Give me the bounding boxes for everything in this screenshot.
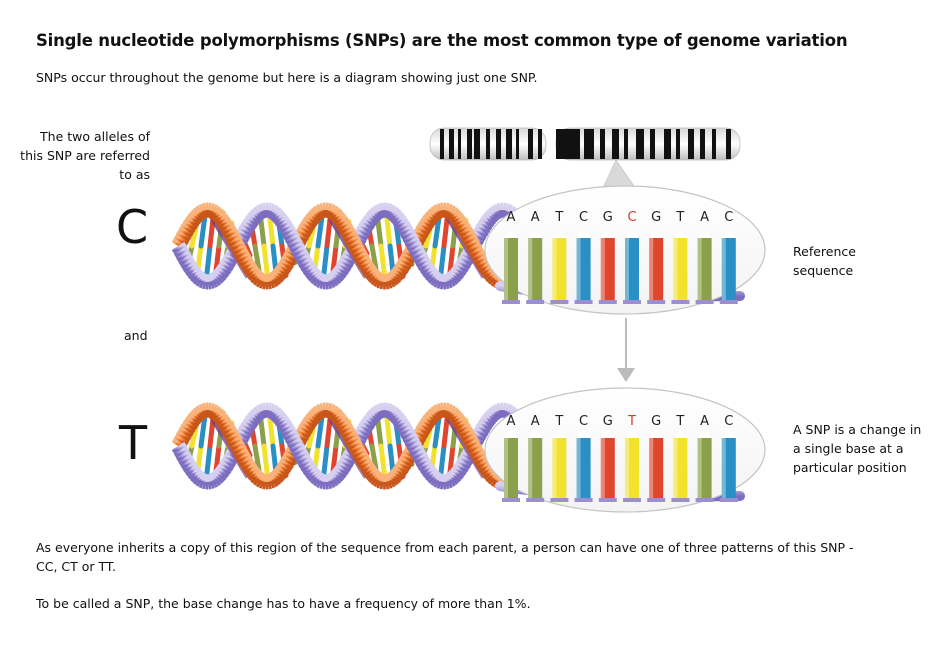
base-c-6 xyxy=(625,238,639,300)
sequence-letter-10: C xyxy=(724,414,733,429)
sequence-letter-4: C xyxy=(579,414,588,429)
snp-definition-text: A SNP is a change in a single base at a … xyxy=(793,422,922,475)
base-g-5 xyxy=(600,438,615,498)
frequency-note: To be called a SNP, the base change has … xyxy=(36,596,531,611)
sequence-letter-10: C xyxy=(724,210,733,225)
base-a-9 xyxy=(697,238,712,300)
base-a-1 xyxy=(504,238,518,300)
and-label: and xyxy=(124,328,148,343)
sequence-letter-9: A xyxy=(700,414,709,429)
alleles-intro-text: The two alleles of this SNP are referred… xyxy=(20,129,150,182)
sequence-letter-7: G xyxy=(651,210,661,225)
base-t-3 xyxy=(552,238,567,300)
sequence-letter-2: A xyxy=(531,210,540,225)
sequence-letter-9: A xyxy=(700,210,709,225)
base-t-3 xyxy=(552,438,567,498)
sequence-letter-1: A xyxy=(507,210,516,225)
base-c-4 xyxy=(576,438,591,498)
base-a-2 xyxy=(528,238,543,300)
base-a-2 xyxy=(528,438,543,498)
base-a-9 xyxy=(697,438,712,498)
sequence-letter-2: A xyxy=(531,414,540,429)
base-c-10 xyxy=(721,238,736,300)
base-g-5 xyxy=(600,238,615,300)
down-arrow-icon xyxy=(617,318,635,382)
inheritance-note: As everyone inherits a copy of this regi… xyxy=(36,540,854,574)
base-t-6 xyxy=(625,438,639,498)
base-g-7 xyxy=(649,238,664,300)
chromosome-icon xyxy=(429,127,741,187)
page-subtitle: SNPs occur throughout the genome but her… xyxy=(36,70,538,85)
sequence-letter-5: G xyxy=(603,414,613,429)
sequence-letter-6: C xyxy=(627,210,636,225)
sequence-letter-3: T xyxy=(554,414,563,429)
page-title: Single nucleotide polymorphisms (SNPs) a… xyxy=(36,31,848,50)
allele-c-label: C xyxy=(116,200,149,254)
sequence-letter-6: T xyxy=(627,414,636,429)
base-a-1 xyxy=(504,438,518,498)
base-c-4 xyxy=(576,238,591,300)
sequence-letter-7: G xyxy=(651,414,661,429)
sequence-letter-8: T xyxy=(675,414,684,429)
allele-t-label: T xyxy=(119,416,148,470)
base-t-8 xyxy=(673,238,688,300)
sequence-letter-1: A xyxy=(507,414,516,429)
sequence-letter-4: C xyxy=(579,210,588,225)
sequence-letter-3: T xyxy=(554,210,563,225)
sequence-letter-5: G xyxy=(603,210,613,225)
base-g-7 xyxy=(649,438,664,498)
base-t-8 xyxy=(673,438,688,498)
base-c-10 xyxy=(721,438,736,498)
reference-sequence-label: Reference sequence xyxy=(793,244,856,278)
sequence-letter-8: T xyxy=(675,210,684,225)
